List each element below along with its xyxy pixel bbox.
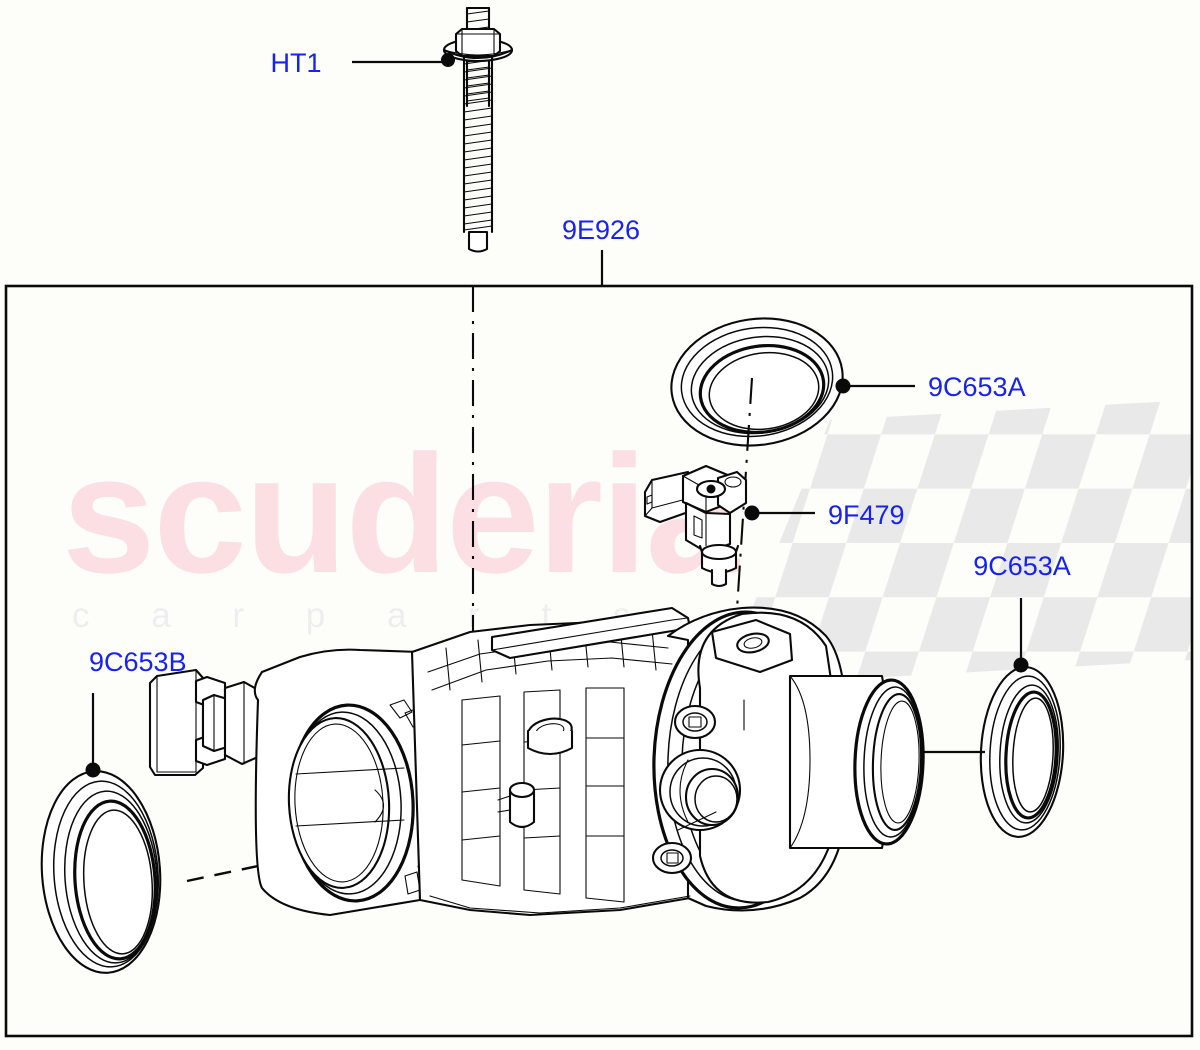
label-9c653a-top: 9C653A (928, 372, 1026, 402)
9c653a-right-leader-dot (1013, 657, 1029, 673)
9c653a-top-leader (835, 378, 915, 394)
seal-ring-right (979, 666, 1065, 838)
map-sensor (643, 464, 748, 588)
9c653b-leader (85, 693, 101, 778)
watermark-scuderia: scuderia (62, 420, 741, 608)
label-9f479: 9F479 (828, 500, 905, 530)
label-ht1: HT1 (270, 48, 321, 78)
9c653b-leader-dot (85, 762, 101, 778)
housing-connector (148, 668, 262, 777)
9c653a-top-leader-dot (835, 378, 851, 394)
9f479-leader-dot (744, 505, 760, 521)
label-9e926: 9E926 (562, 215, 640, 245)
throttle-housing-assembly (148, 606, 925, 917)
label-9c653a-right: 9C653A (973, 551, 1071, 581)
9c653a-right-leader (1013, 598, 1029, 673)
diagram-frame (4, 284, 1194, 1038)
seal-ring-left (40, 770, 162, 974)
hex-flange-bolt (442, 6, 514, 253)
upper-ring-centerline (733, 377, 754, 641)
9f479-leader (744, 505, 815, 521)
seal-ring-upper (670, 317, 844, 447)
label-9c653b: 9C653B (89, 647, 187, 677)
ht1-leader (352, 53, 455, 67)
ht1-leader-dot (441, 53, 455, 67)
housing-web-structure (461, 687, 625, 903)
